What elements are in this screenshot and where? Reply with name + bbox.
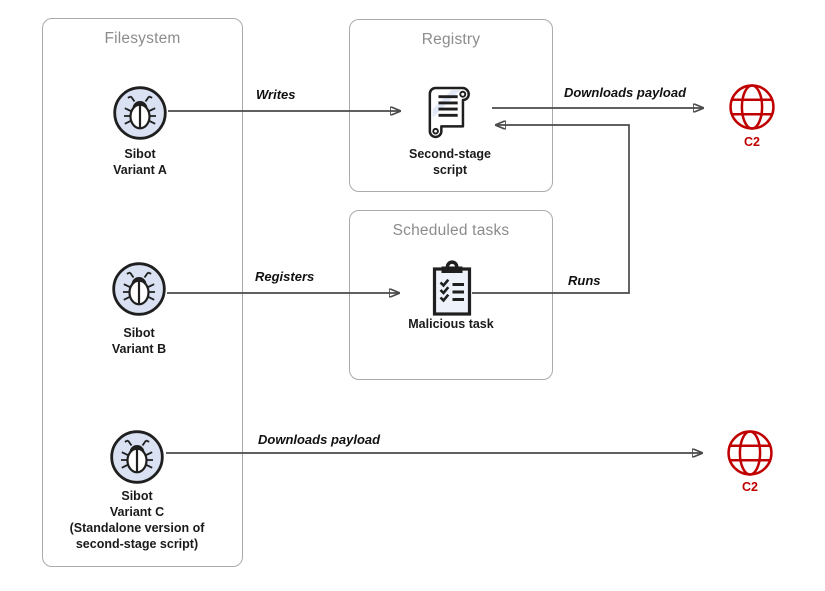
- globe-icon: [729, 84, 775, 130]
- group-filesystem-title: Filesystem: [104, 30, 181, 47]
- group-registry-title: Registry: [421, 31, 481, 48]
- bug-icon: [112, 262, 166, 316]
- group-scheduled-tasks-title: Scheduled tasks: [392, 222, 510, 239]
- node-label-c2-top: C2: [744, 135, 760, 149]
- scroll-icon: [428, 86, 470, 139]
- globe-icon: [727, 430, 773, 476]
- node-label-malicious-task: Malicious task: [408, 317, 494, 331]
- edge-label-downloads-payload-top: Downloads payload: [563, 85, 687, 100]
- edge-label-registers: Registers: [255, 269, 315, 284]
- edge-label-downloads-payload-bottom: Downloads payload: [258, 432, 381, 447]
- node-label-second-stage-script: Second-stage script: [409, 147, 491, 177]
- bug-icon: [110, 430, 164, 484]
- clipboard-icon: [432, 260, 472, 316]
- edge-label-runs: Runs: [568, 273, 601, 288]
- node-label-sibot-a: Sibot Variant A: [113, 147, 167, 177]
- node-label-sibot-c: Sibot Variant C (Standalone version of s…: [69, 489, 205, 551]
- node-label-c2-bottom: C2: [742, 480, 758, 494]
- bug-icon: [113, 86, 167, 140]
- edge-label-writes: Writes: [256, 87, 296, 102]
- node-label-sibot-b: Sibot Variant B: [111, 326, 167, 356]
- group-registry: Registry: [349, 19, 553, 192]
